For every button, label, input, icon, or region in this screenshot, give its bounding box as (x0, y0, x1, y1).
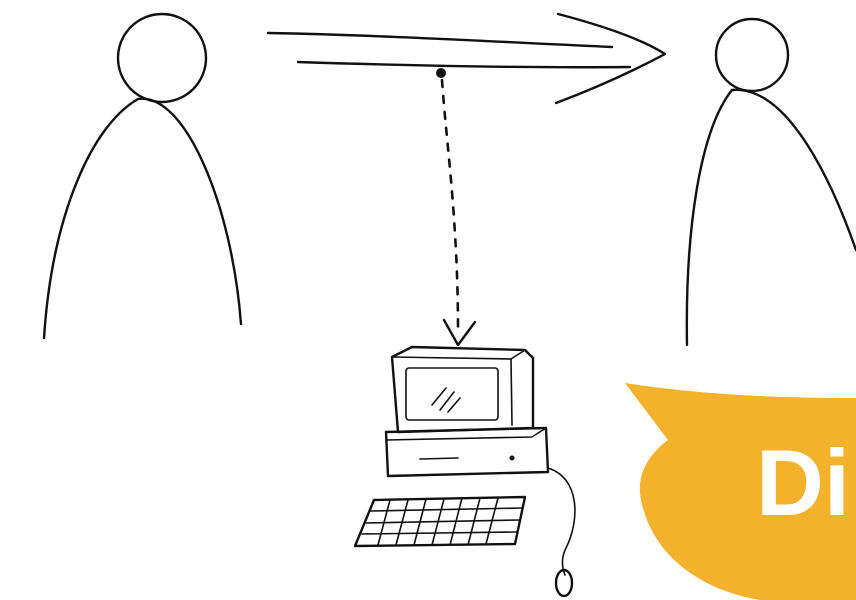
right-person-body-right (732, 90, 856, 250)
right-person-icon (687, 19, 856, 345)
speech-bubble-text: Di (756, 436, 850, 530)
computer-icon (386, 347, 548, 476)
left-person-body-right (138, 99, 241, 324)
monitor-side-edge (511, 359, 512, 425)
right-person-head (716, 19, 788, 91)
mouse-icon (548, 468, 575, 596)
keyboard-icon (355, 497, 525, 546)
disk-slot (420, 458, 458, 459)
left-person-icon (44, 14, 241, 338)
left-person-body-left (44, 99, 138, 338)
power-light (510, 456, 515, 461)
dashed-arrow-head (444, 320, 475, 345)
interception-point (436, 68, 446, 78)
arrow-shaft-top (268, 33, 612, 47)
right-person-body-left (687, 90, 732, 345)
arrow-head (556, 14, 665, 103)
dashed-line (442, 80, 458, 330)
eavesdrop-line-icon (442, 80, 475, 345)
screen-glare (432, 388, 460, 412)
left-person-head (118, 14, 206, 102)
arrow-shaft-bottom (298, 62, 630, 67)
mouse-cable (548, 468, 575, 575)
monitor-top-edge (392, 350, 525, 359)
computer-base (386, 428, 548, 476)
message-arrow-icon (268, 14, 665, 103)
